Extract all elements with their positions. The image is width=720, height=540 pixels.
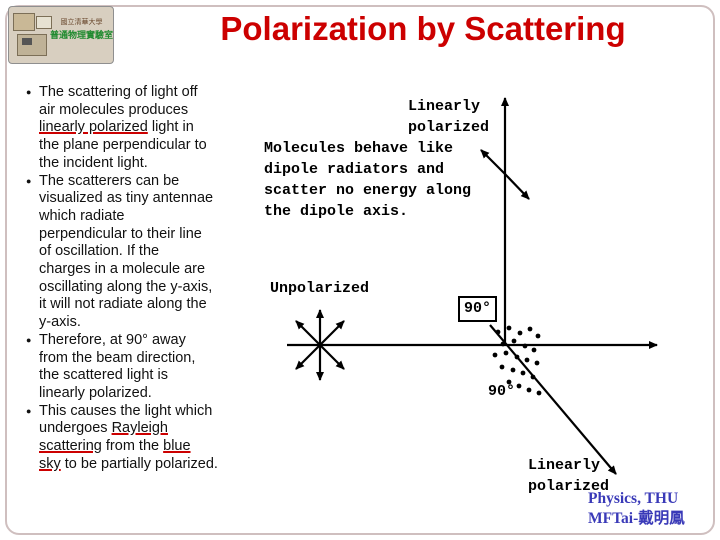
bullet-text: The scattering of light off air molecule…	[39, 84, 207, 173]
bullet-item: ● This causes the light which undergoes R…	[26, 403, 266, 474]
bullet-text: The scatterers can be visualized as tiny…	[39, 173, 213, 332]
molecule-dots	[492, 325, 542, 396]
bullet-marker: ●	[26, 175, 32, 186]
bullet-marker: ●	[26, 405, 32, 416]
text-run: The scattering of light off air molecule…	[39, 84, 198, 118]
text-run: The scatterers can be visualized as tiny…	[39, 172, 214, 331]
bullet-text: Therefore, at 90° away from the beam dir…	[39, 332, 195, 403]
text-run: This causes the light which undergoes	[39, 402, 213, 437]
label-linearly-polarized-bottom: Linearly polarized	[528, 457, 610, 495]
author-credit: Physics, THU MFTai-戴明鳳	[588, 489, 685, 529]
text-run: from the	[101, 438, 164, 455]
label-linearly-polarized-top: Linearly polarized	[408, 98, 490, 136]
logo-equipment-image	[9, 7, 52, 63]
label-unpolarized: Unpolarized	[270, 280, 370, 297]
logo-text: 國立清華大學 普通物理實驗室	[50, 7, 113, 63]
credit-line-1: Physics, THU	[588, 490, 679, 507]
university-logo: 國立清華大學 普通物理實驗室	[8, 6, 114, 64]
unpolarized-arrows	[295, 309, 345, 381]
hyperlink[interactable]: linearly polarized	[39, 119, 148, 136]
bullet-marker: ●	[26, 334, 32, 345]
logo-lab-name: 普通物理實驗室	[49, 29, 113, 40]
text-run: Therefore, at 90° away from the beam dir…	[39, 331, 196, 401]
polarization-arrow	[480, 149, 506, 175]
bullet-text: This causes the light which undergoes Ra…	[39, 403, 218, 474]
hyperlink[interactable]: Rayleigh scattering	[39, 420, 168, 455]
label-90-degrees-boxed: 90°	[458, 296, 498, 322]
text-run: to be partially polarized.	[60, 455, 218, 472]
bullet-item: ● The scatterers can be visualized as tin…	[26, 173, 266, 332]
slide-title: Polarization by Scattering	[220, 10, 626, 47]
credit-line-2: MFTai-戴明鳳	[588, 510, 685, 527]
label-90-degrees: 90°	[488, 383, 516, 400]
label-molecules-note: Molecules behave like dipole radiators a…	[264, 140, 472, 220]
text-run: light in the plane perpendicular to the …	[39, 119, 207, 171]
polarization-arrow	[504, 173, 530, 200]
hyperlink[interactable]: blue sky	[39, 438, 191, 472]
bullet-marker: ●	[26, 87, 32, 97]
bullet-item: ● Therefore, at 90° away from the beam di…	[26, 332, 266, 403]
logo-university-name: 國立清華大學	[60, 19, 103, 26]
scattering-diagram: Linearly polarized Molecules behave like…	[250, 80, 710, 540]
bullet-list: ● The scattering of light off air molecul…	[26, 84, 266, 473]
bullet-item: ● The scattering of light off air molecul…	[26, 84, 266, 173]
diagonal-beam-arrow	[489, 324, 617, 475]
diagram-drawing	[287, 97, 658, 475]
